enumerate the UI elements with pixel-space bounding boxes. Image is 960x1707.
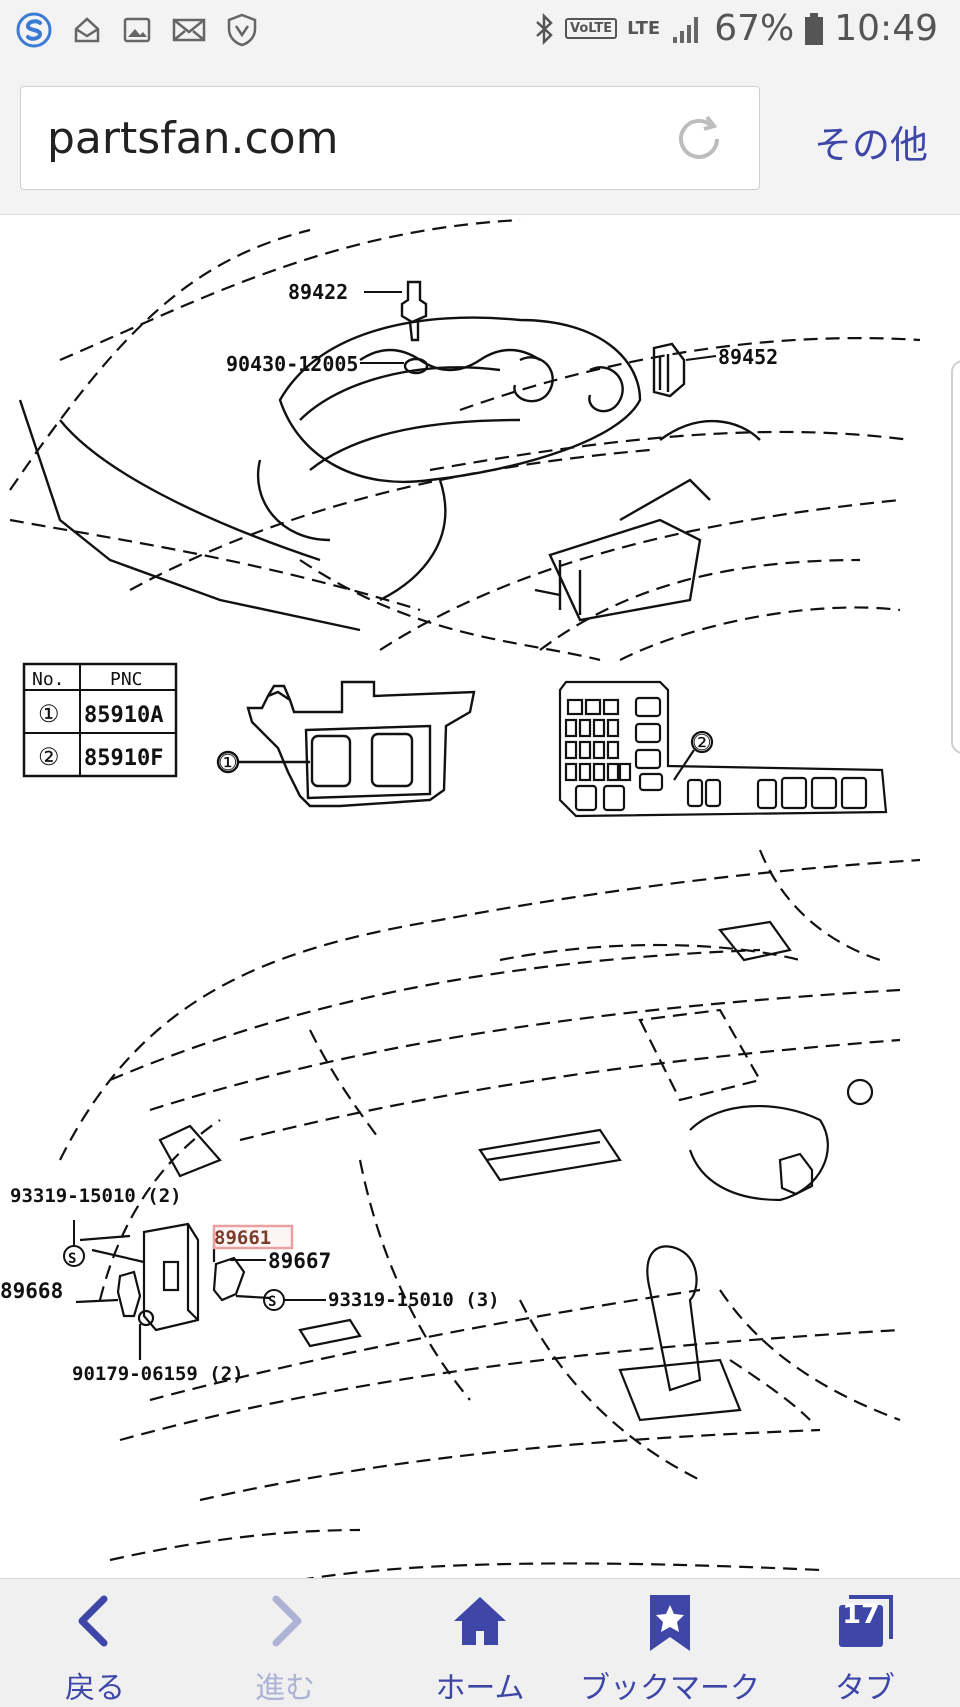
pnc-header-pnc: PNC: [110, 669, 143, 690]
back-button[interactable]: 戻る: [0, 1579, 190, 1707]
reload-icon[interactable]: [669, 109, 729, 169]
callout-s-right: S: [268, 1294, 276, 1310]
pnc-header-no: No.: [32, 669, 65, 690]
label-89422: 89422: [288, 280, 348, 304]
back-label: 戻る: [65, 1671, 125, 1706]
battery-percent: 67%: [714, 8, 795, 49]
pnc-row-1-no: ①: [38, 700, 60, 728]
system-status: VoLTE LTE 67% 10:49: [533, 8, 938, 49]
tabs-icon: [839, 1595, 893, 1647]
label-89668: 89668: [0, 1279, 63, 1303]
clock: 10:49: [834, 8, 938, 49]
home-icon: [454, 1597, 506, 1645]
bookmarks-button[interactable]: ブックマーク: [575, 1579, 765, 1707]
bookmarks-label: ブックマーク: [580, 1671, 760, 1706]
pnc-row-2-value: 85910F: [84, 746, 163, 771]
label-89661: 89661: [214, 1227, 271, 1249]
more-menu-button[interactable]: その他: [814, 123, 929, 167]
callout-2: ②: [692, 731, 712, 756]
bookmark-star-icon: [650, 1595, 690, 1651]
s-app-icon: [16, 12, 52, 48]
network-type: LTE: [627, 18, 661, 39]
status-bar: VoLTE LTE 67% 10:49: [0, 0, 960, 62]
mail-stack-icon: [74, 17, 100, 43]
label-89667: 89667: [268, 1249, 331, 1273]
label-89452: 89452: [718, 345, 778, 369]
label-93319-15010-3: 93319-15010 (3): [328, 1289, 500, 1311]
bottom-navigation-bar: 戻る 進む ホーム ブックマーク 17 タブ: [0, 1578, 960, 1707]
callout-s-left: S: [68, 1251, 76, 1267]
parts-diagram: 89422 90430-12005 89452 No. PNC ① 85910A…: [0, 218, 921, 1578]
label-93319-15010-2: 93319-15010 (2): [10, 1185, 182, 1207]
home-button[interactable]: ホーム: [380, 1579, 580, 1707]
image-icon: [123, 17, 151, 43]
url-text[interactable]: partsfan.com: [47, 113, 339, 164]
tabs-label: タブ: [835, 1671, 895, 1706]
battery-icon: [805, 12, 824, 45]
pnc-table: No. PNC ① 85910A ② 85910F: [22, 662, 178, 778]
forward-button[interactable]: 進む: [190, 1579, 380, 1707]
chevron-right-icon: [272, 1595, 302, 1647]
signal-icon: [673, 16, 699, 43]
shield-icon: [227, 13, 257, 47]
missed-mail-icon: [172, 18, 206, 42]
forward-label: 進む: [255, 1671, 315, 1706]
label-90430-12005: 90430-12005: [226, 352, 358, 376]
notification-icons: [16, 12, 258, 48]
volte-badge: VoLTE: [564, 18, 618, 39]
label-90179-06159: 90179-06159 (2): [72, 1363, 244, 1385]
browser-toolbar: partsfan.com その他: [0, 62, 960, 215]
address-bar[interactable]: partsfan.com: [20, 86, 760, 190]
tabs-button[interactable]: 17 タブ: [770, 1579, 960, 1707]
chevron-left-icon: [78, 1595, 108, 1647]
home-label: ホーム: [435, 1671, 525, 1706]
tab-count: 17: [842, 1599, 880, 1630]
bluetooth-icon: [536, 12, 553, 45]
page-scroll-handle[interactable]: [951, 360, 960, 754]
pnc-row-2-no: ②: [38, 743, 60, 771]
pnc-row-1-value: 85910A: [84, 703, 163, 728]
callout-1: ①: [218, 751, 238, 776]
